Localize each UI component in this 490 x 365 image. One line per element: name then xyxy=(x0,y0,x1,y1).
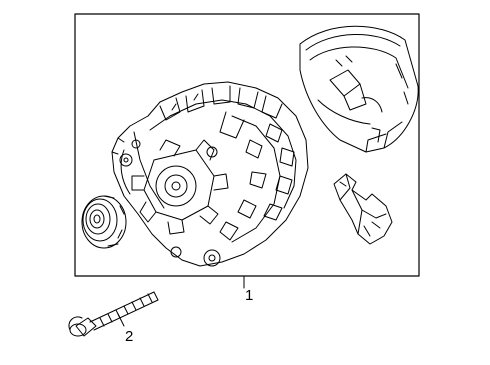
fan-shroud xyxy=(299,25,419,153)
callout-1-label: 1 xyxy=(245,287,254,304)
mounting-bolt xyxy=(68,291,159,337)
callout-2-label: 2 xyxy=(125,328,134,345)
voltage-regulator xyxy=(333,173,393,245)
pulley xyxy=(81,195,127,249)
assembly-frame xyxy=(74,13,420,277)
alternator xyxy=(111,81,309,267)
callout-2-leader xyxy=(117,313,125,327)
